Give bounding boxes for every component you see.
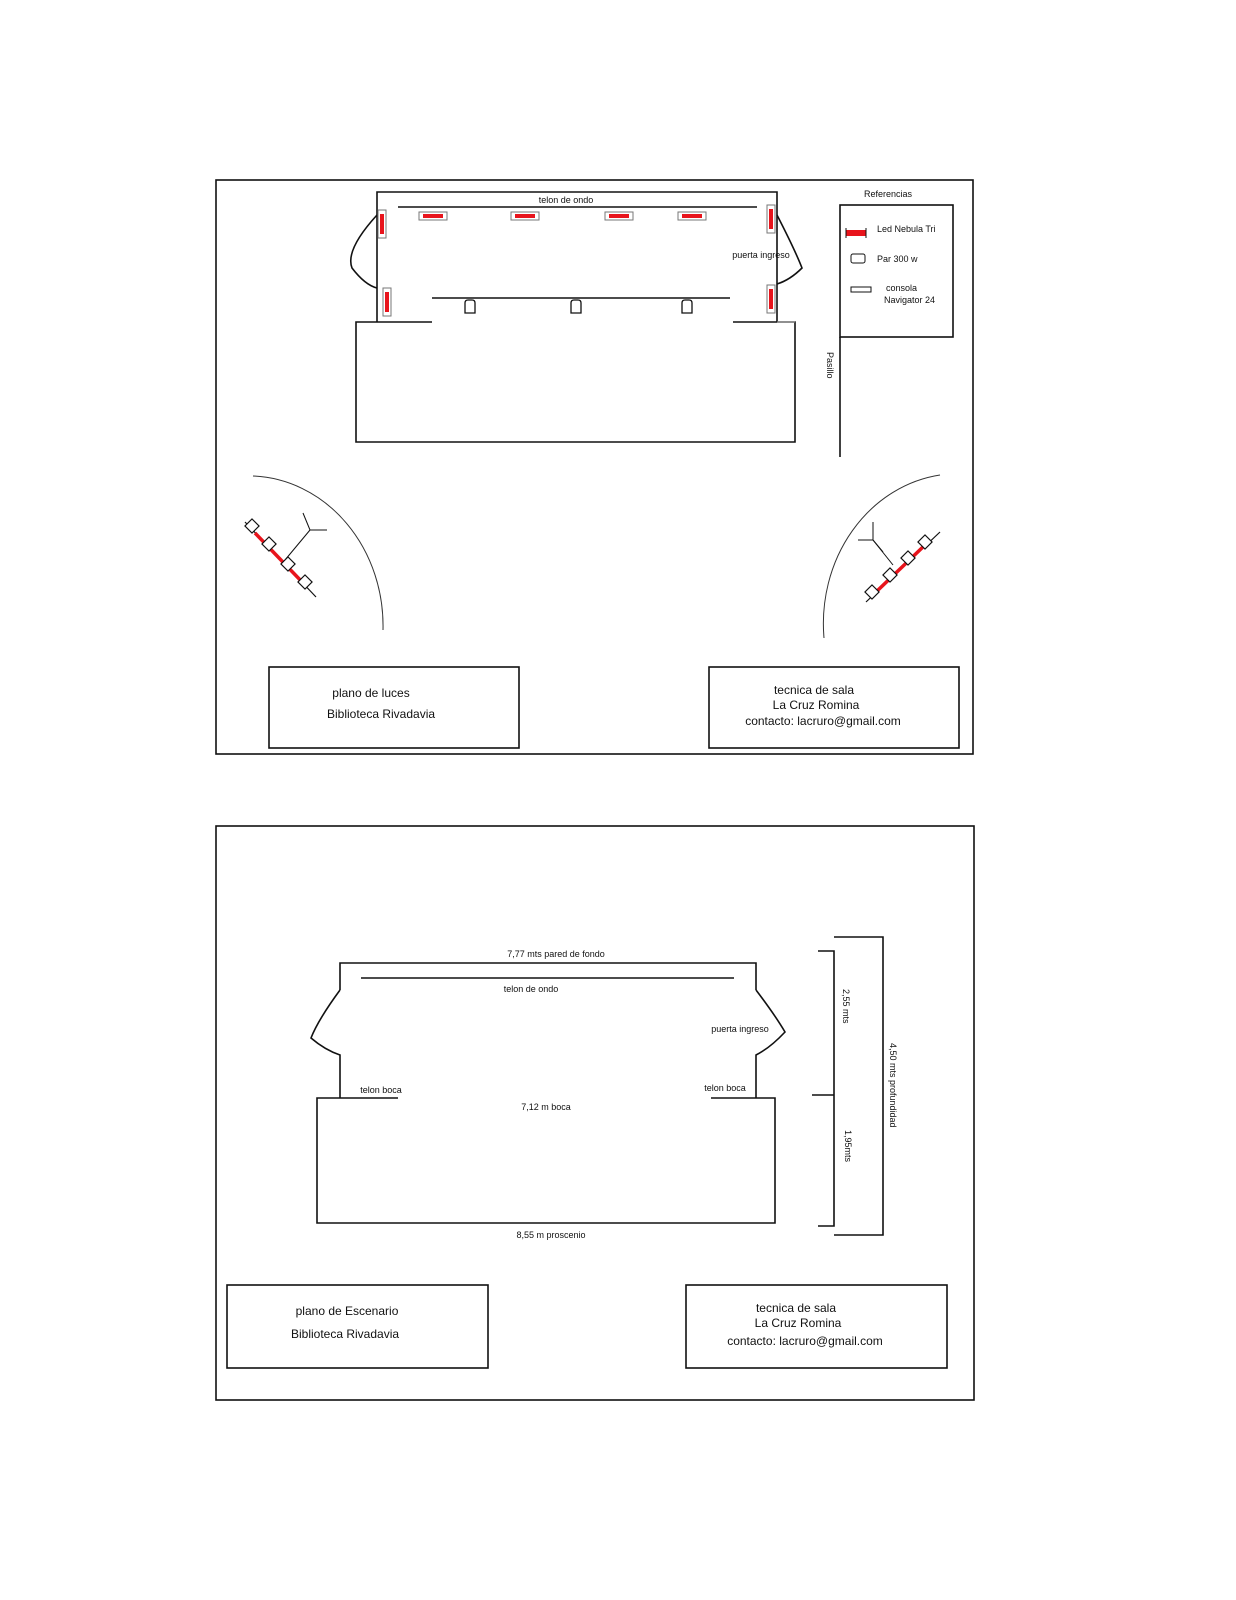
title-line: plano de luces [332, 686, 409, 700]
stage-floor [316, 1097, 776, 1224]
led-fixture-icon [418, 211, 448, 221]
credit-line: contacto: lacruro@gmail.com [727, 1334, 883, 1348]
depth-total-label: 4,50 mts profundidad [888, 1043, 898, 1128]
credit-box: tecnica de sala La Cruz Romina contacto:… [708, 666, 960, 749]
stage-plan: 7,77 mts pared de fondo telon de ondo pu… [215, 825, 975, 1401]
title-line: Biblioteca Rivadavia [327, 707, 435, 721]
title-box: plano de Escenario Biblioteca Rivadavia [226, 1284, 489, 1369]
led-fixture-icon [766, 284, 776, 314]
title-line: plano de Escenario [296, 1304, 399, 1318]
par-fixture-icon [681, 299, 693, 314]
right-curtain-label: telon boca [704, 1083, 746, 1093]
credit-line: contacto: lacruro@gmail.com [745, 714, 901, 728]
hallway-label: Pasillo [825, 352, 835, 379]
legend-console-label-2: Navigator 24 [884, 295, 935, 305]
door-label: puerta ingreso [711, 1024, 769, 1034]
console-icon [850, 286, 872, 293]
right-door [755, 989, 786, 1098]
led-fixture-icon [604, 211, 634, 221]
title-line: Biblioteca Rivadavia [291, 1327, 399, 1341]
credit-line: La Cruz Romina [773, 698, 860, 712]
par-fixture-icon [464, 299, 476, 314]
back-wall [339, 962, 757, 990]
right-audience-rig [822, 474, 941, 639]
mouth-label: 7,12 m boca [521, 1102, 571, 1112]
left-curtain-label: telon boca [360, 1085, 402, 1095]
par-fixture-icon [570, 299, 582, 314]
left-door [350, 214, 378, 289]
stage-outline [350, 191, 803, 443]
lighting-plan: telon de ondo puerta ingreso Pasillo Ref… [215, 179, 974, 755]
proscenium-label: 8,55 m proscenio [516, 1230, 585, 1240]
lighting-plan-frame [215, 179, 974, 755]
credit-line: La Cruz Romina [755, 1316, 842, 1330]
legend: Referencias Led Nebula Tri Par 300 w con… [839, 189, 954, 338]
legend-title: Referencias [864, 189, 913, 199]
curtain-label: telon de ondo [539, 195, 594, 205]
depth-dimensions: 2,55 mts 1,95mts 4,50 mts profundidad [812, 936, 898, 1236]
led-fixture-icon [377, 209, 387, 239]
credit-line: tecnica de sala [774, 683, 854, 697]
door-label: puerta ingreso [732, 250, 790, 260]
legend-console-label: consola [886, 283, 917, 293]
legend-par-label: Par 300 w [877, 254, 918, 264]
right-door [776, 214, 803, 285]
left-door [310, 989, 341, 1098]
left-audience-rig [244, 475, 384, 631]
title-box: plano de luces Biblioteca Rivadavia [268, 666, 520, 749]
led-fixture-icon [510, 211, 540, 221]
credit-box: tecnica de sala La Cruz Romina contacto:… [685, 1284, 948, 1369]
legend-led-label: Led Nebula Tri [877, 224, 936, 234]
credit-line: tecnica de sala [756, 1301, 836, 1315]
back-wall-label: 7,77 mts pared de fondo [507, 949, 605, 959]
depth-upper-label: 2,55 mts [841, 989, 851, 1024]
depth-lower-label: 1,95mts [843, 1130, 853, 1163]
led-fixture-icon [677, 211, 707, 221]
curtain-label: telon de ondo [504, 984, 559, 994]
stage-plan-frame [215, 825, 975, 1401]
led-fixture-icon [766, 204, 776, 234]
led-fixture-icon [382, 287, 392, 317]
led-fixture-icon [845, 228, 867, 238]
par-fixture-icon [850, 253, 866, 264]
par-fixtures [464, 299, 693, 314]
